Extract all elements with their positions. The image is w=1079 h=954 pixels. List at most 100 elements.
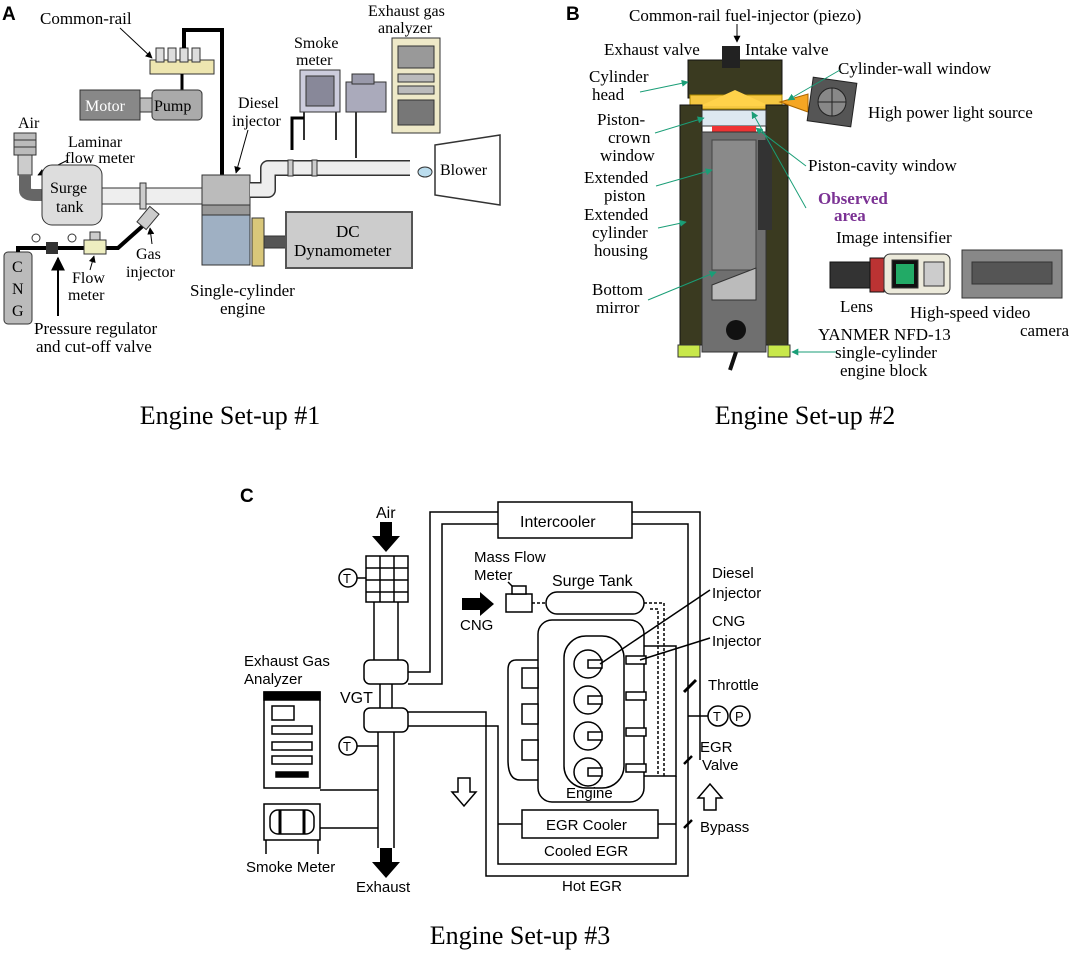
lens-label: Lens	[840, 297, 873, 316]
exhaust-valve-label: Exhaust valve	[604, 40, 700, 59]
cng-g: G	[12, 303, 24, 320]
c-surge-label: Surge Tank	[552, 573, 634, 590]
yanmar-label-2: single-cylinder	[835, 343, 937, 362]
vgt-turbine	[363, 707, 409, 733]
egr-valve-label-2: Valve	[702, 757, 738, 774]
air-filter	[13, 132, 37, 156]
throttle-plate	[682, 678, 698, 694]
dc-label-1: DC	[336, 222, 360, 241]
cyl-head-label-2: head	[592, 85, 625, 104]
panel-b: B Common-rail fuel-injector (piezo) Exha…	[566, 4, 1070, 430]
engine-label: Engine	[566, 785, 613, 802]
laminar-label-1: Laminar	[68, 134, 123, 151]
camera-label-1: High-speed video	[910, 303, 1030, 322]
egr-valve-label-1: EGR	[700, 739, 733, 756]
intercooler-label: Intercooler	[520, 514, 596, 531]
intensifier-label: Image intensifier	[836, 228, 952, 247]
dc-dynamometer	[285, 211, 413, 269]
c-cng-label: CNG	[460, 617, 493, 634]
vgt-compressor	[363, 659, 409, 685]
cavity-label: Piston-cavity window	[808, 156, 957, 175]
single-cyl-label-2: engine	[220, 299, 265, 318]
dc-label-2: Dynamometer	[294, 241, 392, 260]
panel-a-letter: A	[2, 4, 16, 25]
intake-valve-label: Intake valve	[745, 40, 829, 59]
laminar-label-2: flow meter	[65, 150, 135, 167]
motor-box	[79, 89, 141, 121]
gas-injector-label-2: injector	[126, 264, 176, 281]
c-exhaust-label: Exhaust	[356, 879, 411, 896]
motor-label: Motor	[85, 98, 126, 115]
ega-label-2: Analyzer	[244, 671, 302, 688]
diesel-inj-label-1: Diesel	[712, 565, 754, 582]
smoke-meter	[290, 69, 341, 150]
pump-box	[151, 89, 203, 121]
camera-assembly	[829, 249, 1063, 299]
smoke-meter-c	[263, 803, 321, 854]
throttle-label: Throttle	[708, 677, 759, 694]
cyl-head-label-1: Cylinder	[589, 67, 649, 86]
pressure-label-1: Pressure regulator	[34, 319, 158, 338]
observed-label-1: Observed	[818, 189, 888, 208]
panel-c-letter: C	[240, 486, 254, 507]
mass-flow-label-2: Meter	[474, 567, 512, 584]
cng-c: C	[12, 259, 23, 276]
ega-label-1: Exhaust Gas	[244, 653, 330, 670]
c-p: P	[735, 709, 744, 724]
single-cyl-label-1: Single-cylinder	[190, 281, 295, 300]
panel-a-caption: Engine Set-up #1	[140, 401, 321, 430]
surge-label-1: Surge	[50, 180, 87, 197]
cooled-egr-label: Cooled EGR	[544, 843, 628, 860]
light-source-icon	[806, 76, 858, 128]
exhaust-gas-analyzer	[391, 37, 441, 134]
air-label: Air	[18, 115, 40, 132]
piston-crown-label-2: crown	[608, 128, 651, 147]
panel-b-caption: Engine Set-up #2	[715, 401, 896, 430]
cng-n: N	[12, 281, 24, 298]
piston-crown-label-1: Piston-	[597, 110, 646, 129]
mass-flow-meter	[505, 593, 533, 613]
yanmar-label-1: YANMER NFD-13	[818, 325, 951, 344]
bypass-label: Bypass	[700, 819, 749, 836]
ega-unit	[263, 691, 321, 789]
panel-c-caption: Engine Set-up #3	[430, 921, 611, 950]
blower-shape	[434, 134, 501, 206]
pressure-label-2: and cut-off valve	[36, 337, 152, 356]
diesel-label-1: Diesel	[238, 95, 279, 112]
camera-label-2: camera	[1020, 321, 1070, 340]
intercooler-box	[497, 501, 633, 539]
pump-label: Pump	[154, 98, 191, 115]
c-t-3: T	[343, 739, 351, 754]
gas-injector-label-1: Gas	[136, 246, 161, 263]
cyl-wall-label: Cylinder-wall window	[838, 59, 992, 78]
panel-a: A Common-rail Motor Pump Air Laminar flo…	[2, 3, 501, 430]
egr-cooler-label: EGR Cooler	[546, 817, 627, 834]
panel-b-letter: B	[566, 4, 580, 25]
blower-label: Blower	[440, 162, 488, 179]
exhaust-analyzer-label-1: Exhaust gas	[368, 3, 445, 20]
surge-label-2: tank	[56, 199, 84, 216]
diesel-inj-label-2: Injector	[712, 585, 761, 602]
injector-label: Common-rail fuel-injector (piezo)	[629, 6, 861, 25]
c-smoke-label: Smoke Meter	[246, 859, 335, 876]
diesel-label-2: injector	[232, 113, 282, 130]
flow-label-2: meter	[68, 287, 105, 304]
observed-label-2: area	[834, 206, 866, 225]
flow-label-1: Flow	[72, 270, 105, 287]
mass-flow-label-1: Mass Flow	[474, 549, 546, 566]
cng-inj-label-2: Injector	[712, 633, 761, 650]
common-rail-unit	[149, 28, 224, 175]
light-label: High power light source	[868, 103, 1033, 122]
piston-crown-label-3: window	[600, 146, 656, 165]
single-cylinder-engine	[201, 174, 287, 267]
ext-piston-label-1: Extended	[584, 168, 649, 187]
vgt-label: VGT	[340, 690, 373, 707]
cng-inj-label-1: CNG	[712, 613, 745, 630]
mirror-label-2: mirror	[596, 298, 640, 317]
mirror-label-1: Bottom	[592, 280, 643, 299]
flow-meter	[83, 239, 107, 255]
ext-piston-label-2: piston	[604, 186, 646, 205]
surge-tank-c	[545, 591, 645, 615]
hot-egr-label: Hot EGR	[562, 878, 622, 895]
ext-cyl-label-1: Extended	[584, 205, 649, 224]
